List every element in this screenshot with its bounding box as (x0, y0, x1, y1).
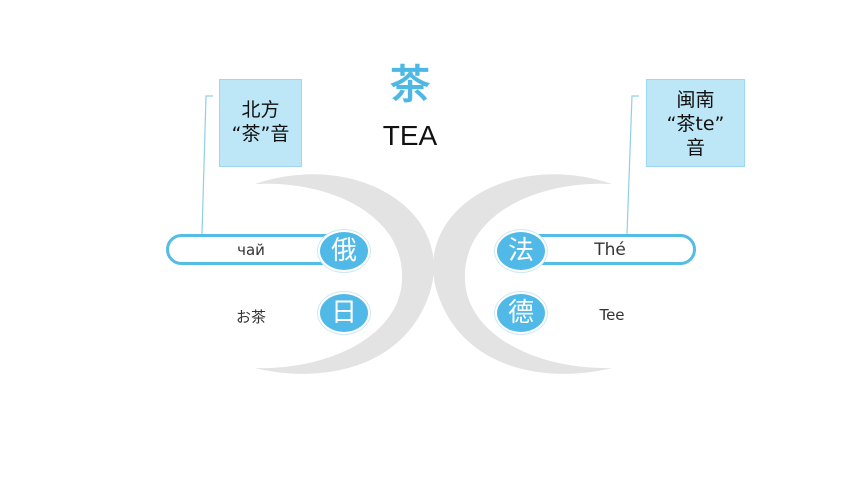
russian-word: чай (237, 241, 265, 259)
left-crescent-arc (255, 174, 434, 374)
title-english: TEA (382, 120, 438, 151)
right-crescent-arc (433, 174, 612, 374)
callout-northern: 北方 “茶”音 (219, 79, 302, 167)
german-badge: 德 (495, 292, 547, 334)
title-chinese: 茶 (390, 62, 430, 108)
russian-badge: 俄 (318, 230, 370, 272)
callout-minnan-line1: 闽南 (676, 89, 715, 111)
callout-minnan-line3: 音 (685, 137, 705, 159)
japanese-badge: 日 (318, 292, 370, 334)
callout-minnan: 闽南 “茶te” 音 (646, 79, 745, 167)
french-badge: 法 (495, 230, 547, 272)
left-callout-connector (201, 95, 213, 235)
callout-minnan-line2: “茶te” (666, 113, 725, 135)
callout-northern-line1: 北方 (241, 99, 280, 121)
callout-northern-line2: “茶”音 (231, 123, 290, 145)
german-word: Tee (599, 306, 625, 324)
french-word: Thé (594, 240, 626, 260)
right-callout-connector (626, 95, 639, 235)
japanese-word: お茶 (235, 308, 266, 326)
